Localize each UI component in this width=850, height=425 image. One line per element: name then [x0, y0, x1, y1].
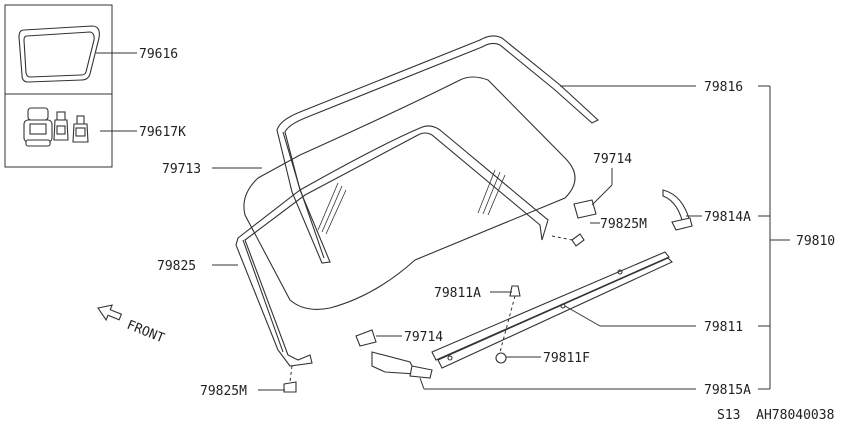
spacer-79714-top — [573, 199, 597, 219]
clip-79811A — [499, 285, 521, 353]
mini-glass-icon — [18, 25, 100, 83]
windshield-glass — [243, 76, 576, 310]
leader-lines — [96, 52, 790, 391]
footer-code: S13 AH78040038 — [717, 408, 834, 423]
label-79616: 79616 — [139, 47, 178, 62]
lower-bracket-79815A — [371, 351, 433, 379]
label-79617K: 79617K — [139, 125, 186, 140]
label-79810: 79810 — [796, 234, 835, 249]
nut-79811F — [495, 352, 507, 364]
label-79811F: 79811F — [543, 351, 590, 366]
spacer-79714-bottom — [355, 329, 377, 347]
label-79811A: 79811A — [434, 286, 481, 301]
label-79825: 79825 — [157, 259, 196, 274]
label-79816: 79816 — [704, 80, 743, 95]
front-label: FRONT — [125, 318, 167, 347]
cowl-seal-79811 — [431, 251, 673, 369]
clip-79825M-bottom — [283, 365, 297, 393]
label-79714-bottom: 79714 — [404, 330, 443, 345]
dam-frame-79825 — [235, 125, 549, 367]
label-79825M-right: 79825M — [600, 217, 647, 232]
front-arrow-icon — [97, 304, 123, 322]
label-79714-top: 79714 — [593, 152, 632, 167]
adhesive-kit-icon — [23, 107, 89, 147]
label-79815A: 79815A — [704, 383, 751, 398]
label-79713: 79713 — [162, 162, 201, 177]
side-bracket-79814A — [662, 189, 693, 231]
label-79825M-bottom: 79825M — [200, 384, 247, 399]
label-79811: 79811 — [704, 320, 743, 335]
outer-molding-79816 — [276, 35, 599, 264]
inset-box — [4, 4, 113, 168]
label-79814A: 79814A — [704, 210, 751, 225]
clip-79825M-right — [551, 233, 585, 247]
